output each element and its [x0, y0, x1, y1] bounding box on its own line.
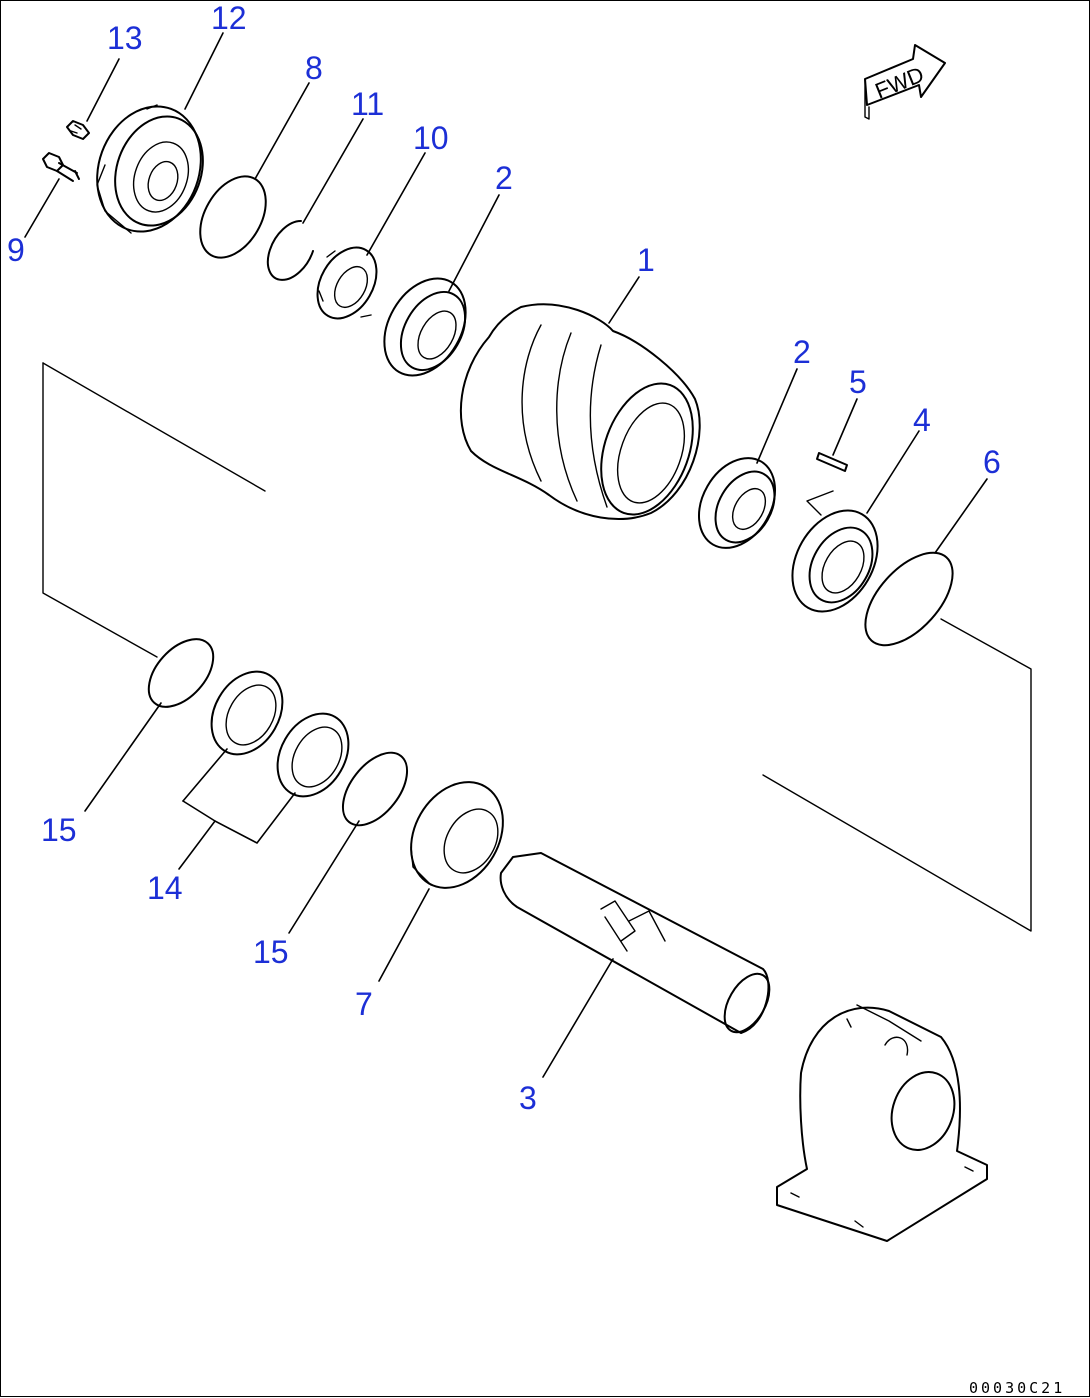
part-6-o-ring	[864, 551, 954, 647]
part-15-o-ring-left	[147, 638, 215, 708]
part-2-bearing-upper	[383, 277, 467, 377]
callout-10: 10	[413, 120, 449, 156]
fwd-label: FWD	[872, 62, 928, 104]
callout-13: 13	[107, 20, 143, 56]
part-13-bolt	[66, 120, 90, 140]
fwd-direction-sign: FWD	[864, 44, 946, 120]
part-12-cover	[96, 104, 204, 234]
callout-7: 7	[355, 986, 373, 1022]
callout-15-right: 15	[253, 934, 289, 970]
part-7-collar	[410, 781, 504, 889]
callout-5: 5	[849, 364, 867, 400]
part-15-o-ring-right	[341, 751, 409, 827]
group-frame-right	[762, 618, 1032, 932]
callout-1: 1	[637, 242, 655, 278]
part-1-roller	[459, 303, 701, 520]
group-frame-left	[42, 362, 158, 658]
callout-14: 14	[147, 870, 183, 906]
part-11-snap-ring	[266, 219, 314, 281]
callout-2-lower: 2	[793, 334, 811, 370]
callout-15-left: 15	[41, 812, 77, 848]
drawing-code: 00030C21	[969, 1379, 1065, 1397]
callout-4: 4	[913, 402, 931, 438]
part-10-nut	[316, 246, 378, 320]
part-3-shaft	[499, 852, 771, 1034]
callout-2-upper: 2	[495, 160, 513, 196]
part-5-pin	[816, 452, 848, 472]
group-frame-top-left	[42, 362, 266, 492]
callout-8: 8	[305, 50, 323, 86]
callout-12: 12	[211, 1, 247, 36]
callout-3: 3	[519, 1080, 537, 1116]
part-14-floating-seal	[210, 670, 350, 798]
callout-6: 6	[983, 444, 1001, 480]
part-2-bearing-lower	[698, 457, 776, 549]
callout-11: 11	[351, 86, 384, 122]
part-4-collar	[791, 490, 879, 613]
roller-support-bracket	[776, 1004, 988, 1242]
callout-labels: 13 12 8 11 10 2 9 1 2 5 4 6 15 14 15 7 3	[7, 1, 1001, 1116]
part-9-bolt	[42, 152, 80, 182]
callout-9: 9	[7, 232, 25, 268]
leader-lines	[24, 32, 988, 1078]
